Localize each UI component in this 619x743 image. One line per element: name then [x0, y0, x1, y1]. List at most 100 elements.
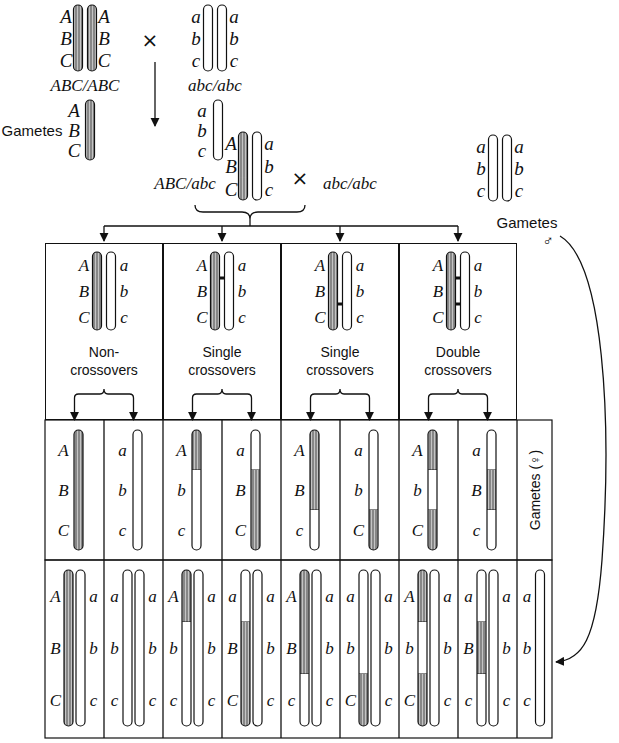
chromosome	[241, 570, 250, 726]
chromosome-segment	[225, 252, 234, 279]
allele-letter: c	[120, 309, 128, 326]
allele-letter: a	[474, 257, 483, 274]
allele-letter: B	[294, 482, 304, 499]
chromosome-fill	[536, 570, 545, 726]
chromosome-segment	[192, 510, 201, 550]
chromosome	[251, 430, 260, 550]
chromosome	[107, 252, 116, 330]
allele-letter: b	[197, 121, 207, 140]
chromosome-segment	[123, 622, 132, 675]
chromosome-fill	[312, 570, 321, 726]
chromosome-segment	[489, 674, 498, 726]
allele-letter: b	[266, 640, 275, 657]
chromosome-segment	[477, 622, 486, 675]
chromosome-segment	[312, 570, 321, 623]
allele-letter: A	[286, 588, 296, 605]
allele-letter: b	[384, 640, 393, 657]
allele-letter: b	[356, 283, 365, 300]
chromosome	[489, 135, 498, 201]
allele-letter: C	[225, 179, 238, 198]
gamete-row	[45, 420, 552, 560]
cell-divider	[103, 420, 104, 738]
allele-letter: c	[208, 692, 216, 709]
chromosome	[253, 132, 262, 200]
chromosome-segment	[489, 179, 498, 201]
allele-letter: C	[235, 522, 246, 539]
chromosome	[218, 5, 227, 71]
allele-letter: a	[472, 442, 481, 459]
chromosome-segment	[428, 470, 437, 511]
chromosome-segment	[487, 430, 496, 471]
allele-letter: b	[229, 29, 239, 48]
chromosome-fill	[487, 430, 496, 550]
chromosome-segment	[74, 510, 83, 550]
chromosome-fill	[369, 430, 378, 550]
allele-letter: a	[197, 101, 207, 120]
chromosome	[418, 570, 427, 726]
allele-letter: a	[325, 588, 334, 605]
chromosome-segment	[477, 570, 486, 623]
allele-letter: C	[227, 692, 238, 709]
chromosome-segment	[86, 140, 95, 160]
chromosome-segment	[329, 252, 338, 279]
chromosome-segment	[251, 510, 260, 550]
genotype-label: ABC/abc	[154, 175, 215, 192]
chromosome-fill	[123, 570, 132, 726]
chromosome-segment	[428, 510, 437, 550]
chromosome-fill	[182, 570, 191, 726]
cell-divider	[457, 420, 458, 738]
chromosome	[359, 570, 368, 726]
allele-letter: c	[523, 692, 531, 709]
chromosome-segment	[447, 252, 456, 279]
allele-letter: B	[286, 640, 296, 657]
chromosome-segment	[371, 570, 380, 623]
chromosome-segment	[241, 622, 250, 675]
allele-letter: C	[98, 51, 111, 70]
chromosome-segment	[489, 570, 498, 623]
allele-letter: C	[68, 141, 81, 160]
allele-letter: c	[178, 522, 186, 539]
allele-letter: c	[477, 181, 485, 200]
allele-letter: A	[315, 257, 325, 274]
chromosome-segment	[214, 120, 223, 141]
chromosome	[489, 570, 498, 726]
chromosome-segment	[430, 622, 439, 675]
chromosome	[428, 430, 437, 550]
chromosome-segment	[214, 100, 223, 121]
chromosome-segment	[135, 622, 144, 675]
cell-divider	[162, 420, 163, 738]
chromosome-segment	[64, 570, 73, 623]
chromosome	[312, 570, 321, 726]
genotype-label: abc/abc	[323, 175, 377, 192]
chromosome	[430, 570, 439, 726]
chromosome-segment	[135, 570, 144, 623]
chromosome-segment	[253, 177, 262, 200]
allele-letter: a	[443, 588, 452, 605]
chromosome	[211, 252, 220, 330]
allele-letter: c	[444, 692, 452, 709]
chromosome-fill	[461, 252, 470, 330]
allele-letter: b	[523, 640, 532, 657]
chromosome-fill	[489, 135, 498, 201]
caption-holder: Single crossovers	[282, 343, 398, 379]
chromosome-segment	[239, 132, 248, 155]
chromosome	[76, 570, 85, 726]
chromosome-segment	[74, 5, 83, 28]
allele-letter: B	[315, 283, 325, 300]
chromosome-fill	[241, 570, 250, 726]
chromosome-fill	[489, 570, 498, 726]
allele-letter: c	[473, 522, 481, 539]
category-caption: Double crossovers	[416, 343, 500, 379]
allele-letter: A	[197, 257, 207, 274]
gametes-label: Gametes	[2, 123, 63, 138]
allele-letter: c	[119, 522, 127, 539]
allele-letter: b	[502, 640, 511, 657]
chromosome-segment	[74, 470, 83, 511]
chromosome-fill	[107, 252, 116, 330]
allele-letter: B	[433, 283, 443, 300]
chromosome-fill	[251, 430, 260, 550]
chromosome-segment	[329, 304, 338, 330]
chromosome-fill	[300, 570, 309, 726]
allele-letter: A	[168, 588, 178, 605]
allele-letter: c	[170, 692, 178, 709]
